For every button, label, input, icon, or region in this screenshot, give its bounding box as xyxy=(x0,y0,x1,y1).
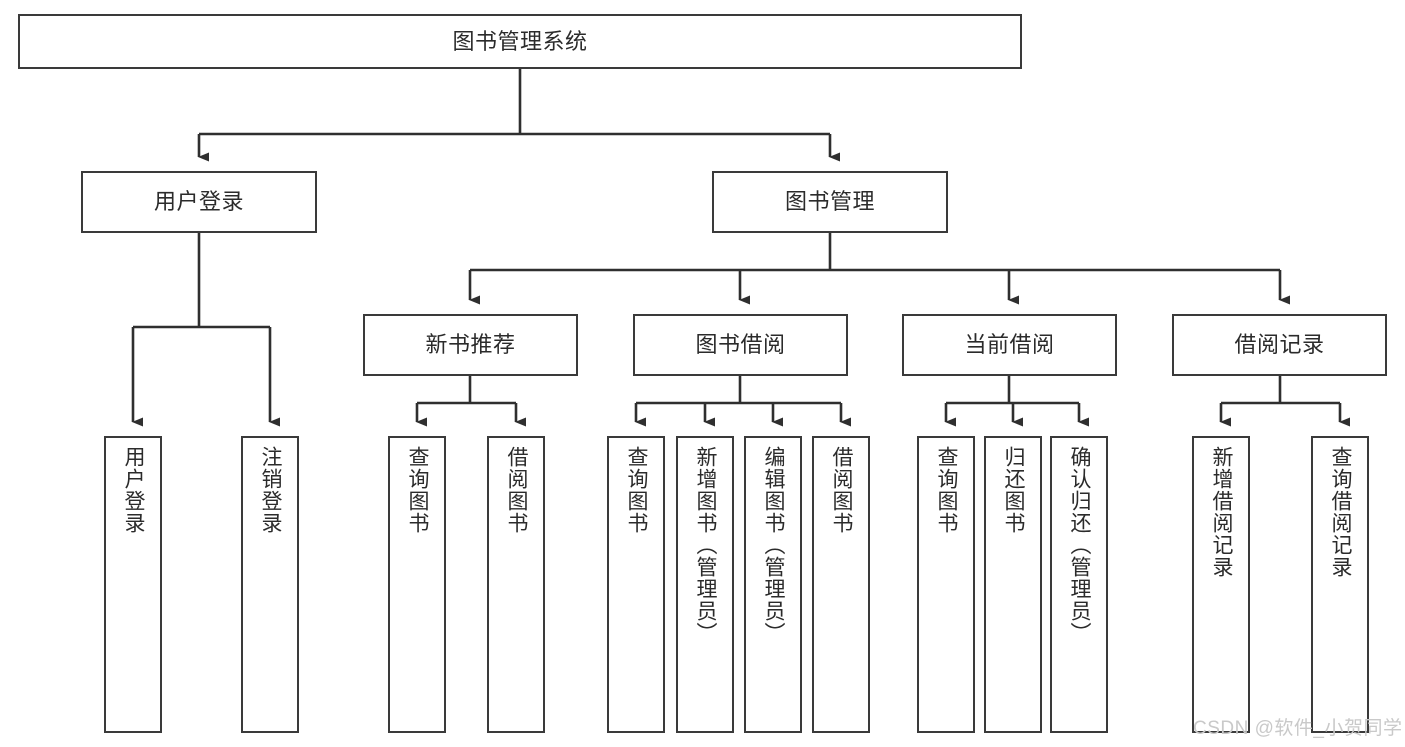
node-user-login[interactable]: 用户登录 xyxy=(81,171,317,233)
node-root-label: 图书管理系统 xyxy=(452,28,588,54)
node-leaf-edit-book-label: 编辑图书（管理员） xyxy=(762,446,786,644)
node-leaf-borrow-book-2-label: 借阅图书 xyxy=(830,446,854,534)
node-leaf-confirm-return[interactable]: 确认归还（管理员） xyxy=(1050,436,1108,733)
node-leaf-logout[interactable]: 注销登录 xyxy=(241,436,299,733)
node-leaf-query-book-1[interactable]: 查询图书 xyxy=(388,436,446,733)
node-book-manage-label: 图书管理 xyxy=(784,189,875,215)
node-borrow-record-label: 借阅记录 xyxy=(1234,332,1325,358)
node-leaf-add-record[interactable]: 新增借阅记录 xyxy=(1192,436,1250,733)
node-leaf-add-book-label: 新增图书（管理员） xyxy=(694,446,718,644)
node-leaf-user-login-label: 用户登录 xyxy=(122,446,146,534)
node-user-login-label: 用户登录 xyxy=(153,189,244,215)
node-leaf-borrow-book-2[interactable]: 借阅图书 xyxy=(812,436,870,733)
node-leaf-query-book-1-label: 查询图书 xyxy=(406,446,430,534)
node-book-borrow[interactable]: 图书借阅 xyxy=(633,314,848,376)
node-root[interactable]: 图书管理系统 xyxy=(18,14,1022,69)
node-new-book-rec[interactable]: 新书推荐 xyxy=(363,314,578,376)
node-leaf-user-login[interactable]: 用户登录 xyxy=(104,436,162,733)
node-leaf-add-book[interactable]: 新增图书（管理员） xyxy=(676,436,734,733)
node-leaf-return-book-label: 归还图书 xyxy=(1002,446,1026,534)
node-leaf-query-book-2-label: 查询图书 xyxy=(625,446,649,534)
node-leaf-add-record-label: 新增借阅记录 xyxy=(1210,446,1234,578)
node-leaf-edit-book[interactable]: 编辑图书（管理员） xyxy=(744,436,802,733)
node-borrow-record[interactable]: 借阅记录 xyxy=(1172,314,1387,376)
node-current-borrow-label: 当前借阅 xyxy=(964,332,1055,358)
node-leaf-query-book-3-label: 查询图书 xyxy=(935,446,959,534)
node-current-borrow[interactable]: 当前借阅 xyxy=(902,314,1117,376)
node-new-book-rec-label: 新书推荐 xyxy=(425,332,516,358)
node-leaf-query-book-2[interactable]: 查询图书 xyxy=(607,436,665,733)
node-leaf-query-record[interactable]: 查询借阅记录 xyxy=(1311,436,1369,733)
node-leaf-logout-label: 注销登录 xyxy=(259,446,283,534)
node-leaf-query-record-label: 查询借阅记录 xyxy=(1329,446,1353,578)
node-leaf-query-book-3[interactable]: 查询图书 xyxy=(917,436,975,733)
node-leaf-borrow-book-1[interactable]: 借阅图书 xyxy=(487,436,545,733)
node-leaf-borrow-book-1-label: 借阅图书 xyxy=(505,446,529,534)
node-leaf-return-book[interactable]: 归还图书 xyxy=(984,436,1042,733)
node-book-borrow-label: 图书借阅 xyxy=(695,332,786,358)
node-leaf-confirm-return-label: 确认归还（管理员） xyxy=(1068,446,1092,644)
node-book-manage[interactable]: 图书管理 xyxy=(712,171,948,233)
